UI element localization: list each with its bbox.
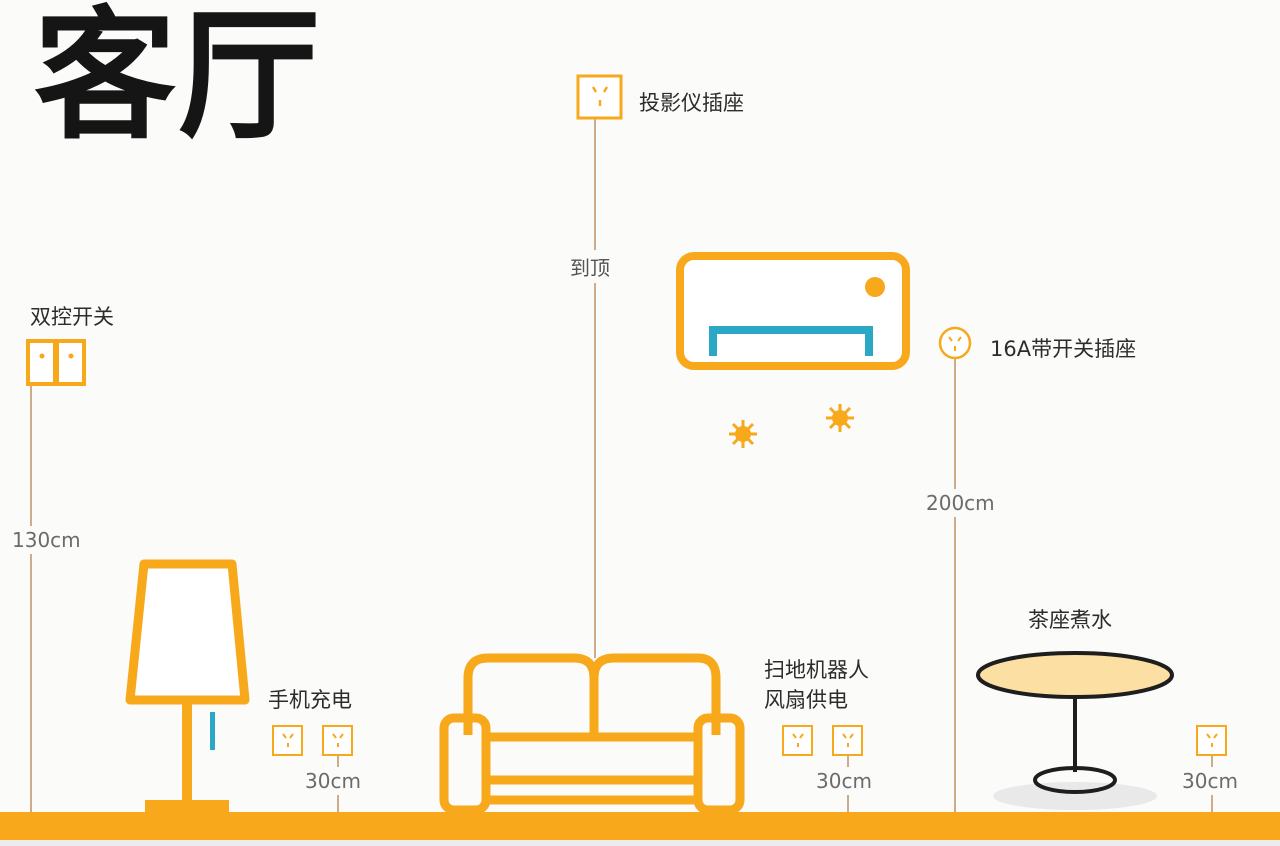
round-socket-icon [940,328,970,358]
sofa-icon [444,658,740,810]
wall-socket-icon [783,726,812,755]
tea-table-label: 茶座煮水 [1028,604,1112,634]
to-ceiling-label: 到顶 [570,250,610,283]
wall-socket-icon [1197,726,1226,755]
floor [0,812,1280,840]
phone-charging-label: 手机充电 [268,684,352,714]
height-130-label: 130cm [12,526,81,554]
floor-lamp-icon [130,564,245,812]
height-30-right-label: 30cm [1182,767,1238,795]
robot-fan-label-line1: 扫地机器人 [764,654,869,684]
floor-shadow [0,840,1280,846]
tea-table-icon [978,653,1172,810]
sun-icon [729,420,757,448]
robot-fan-label-line2: 风扇供电 [764,684,848,714]
dual-switch-label: 双控开关 [30,301,114,331]
height-200-label: 200cm [926,489,995,517]
projector-socket-label: 投影仪插座 [639,87,744,117]
wall-socket-icon [323,726,352,755]
height-30-mid-label: 30cm [816,767,872,795]
projector-socket-icon [578,76,621,118]
air-conditioner-icon [680,256,906,366]
socket-16a-label: 16A带开关插座 [990,333,1136,363]
dual-switch-icon [28,341,84,384]
height-30-left-label: 30cm [305,767,361,795]
wall-socket-icon [833,726,862,755]
sun-icon [826,404,854,432]
page-title: 客厅 [34,6,322,148]
wall-socket-icon [273,726,302,755]
